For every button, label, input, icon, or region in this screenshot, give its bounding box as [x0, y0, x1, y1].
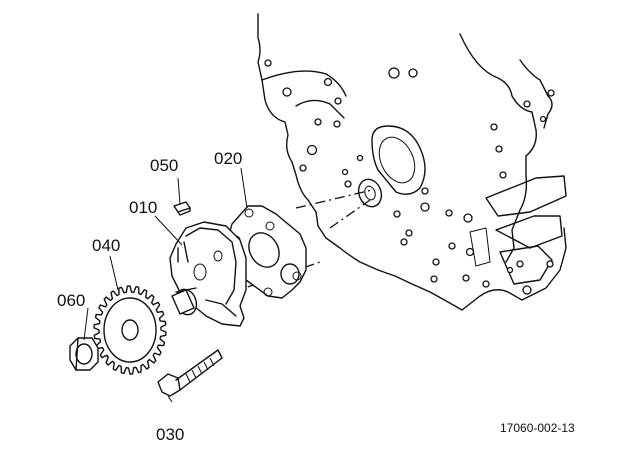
bolt-030 — [157, 349, 223, 397]
nut-060 — [69, 337, 99, 371]
assembly-centerlines — [209, 189, 373, 301]
gear-040 — [93, 285, 167, 375]
label-030: 030 — [156, 425, 184, 444]
leader-lines — [83, 167, 248, 403]
label-050: 050 — [150, 156, 178, 175]
label-040: 040 — [92, 236, 120, 255]
part-labels: 020 050 010 040 060 030 17060-002-13 — [57, 149, 575, 444]
oil-pump-010 — [169, 221, 247, 327]
label-010: 010 — [129, 198, 157, 217]
label-020: 020 — [214, 149, 242, 168]
figure-code: 17060-002-13 — [500, 421, 575, 435]
engine-block — [257, 13, 567, 311]
label-060: 060 — [57, 291, 85, 310]
key-050 — [173, 201, 191, 216]
